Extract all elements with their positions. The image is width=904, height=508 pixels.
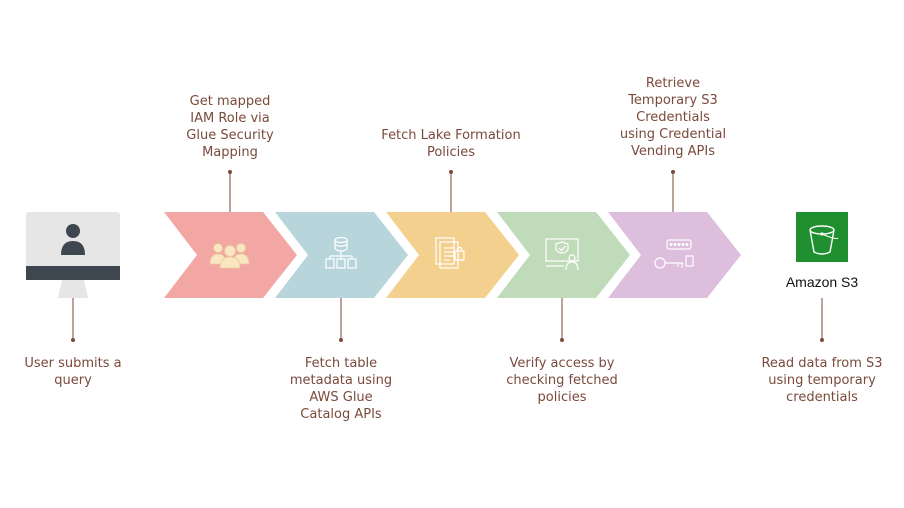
- database-hierarchy-icon: [325, 236, 357, 269]
- chevron-lake: [386, 212, 519, 298]
- step-label-verify: Verify access by checking fetched polici…: [506, 356, 618, 405]
- step-label-lake: Fetch Lake Formation Policies: [381, 128, 521, 160]
- step-label-user: User submits a query: [24, 356, 122, 388]
- step-label-iam: Get mapped IAM Role via Glue Security Ma…: [186, 94, 274, 160]
- s3-name: Amazon S3: [785, 274, 859, 290]
- step-label-s3: Read data from S3 using temporary creden…: [761, 356, 883, 405]
- people-group-icon: [209, 243, 250, 269]
- step-label-creds: Retrieve Temporary S3 Credentials using …: [619, 76, 727, 159]
- chevron-creds: [608, 212, 741, 298]
- shield-check-screen-icon: [545, 238, 579, 271]
- s3-bucket-icon: [796, 212, 848, 262]
- step-label-glue: Fetch table metadata using AWS Glue Cata…: [289, 356, 393, 422]
- documents-icon: [435, 237, 465, 269]
- connectors: [71, 170, 824, 342]
- chevron-verify: [497, 212, 630, 298]
- computer-user-icon: [26, 212, 120, 298]
- key-password-icon: [654, 239, 694, 269]
